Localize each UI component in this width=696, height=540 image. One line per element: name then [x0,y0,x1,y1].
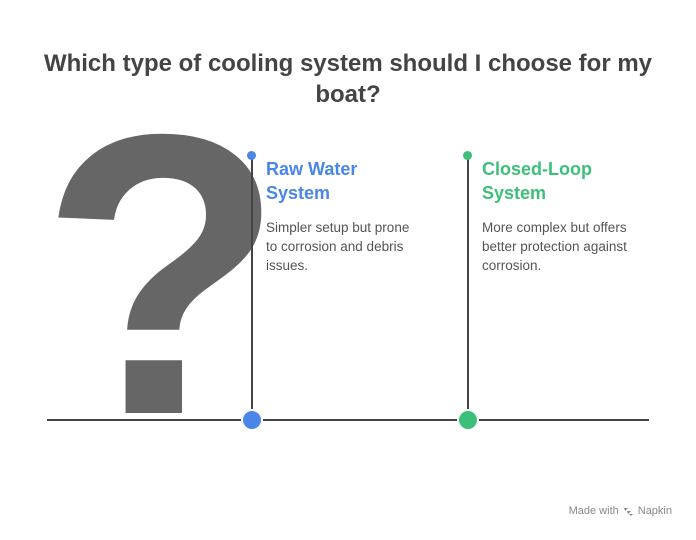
watermark: Made with Napkin [569,505,672,517]
closed-loop-title: Closed-Loop System [482,157,592,205]
raw-water-description: Simpler setup but prone to corrosion and… [266,218,409,275]
raw-water-desc-line2: to corrosion and debris [266,239,404,254]
raw-water-title-line1: Raw Water [266,159,358,179]
napkin-logo-icon [623,506,634,517]
closed-loop-top-dot [463,151,472,160]
raw-water-stem [251,157,253,419]
closed-loop-bottom-dot [457,409,479,431]
watermark-made-with: Made with [568,505,619,517]
raw-water-desc-line3: issues. [266,258,309,273]
timeline-baseline [47,419,649,421]
closed-loop-title-line1: Closed-Loop [482,159,592,179]
closed-loop-desc-line3: corrosion. [482,258,542,273]
question-mark-graphic: ? [40,51,285,498]
closed-loop-stem [467,157,469,419]
raw-water-bottom-dot [241,409,263,431]
raw-water-desc-line1: Simpler setup but prone [266,220,410,235]
closed-loop-desc-line2: better protection against [482,239,627,254]
page-title: Which type of cooling system should I ch… [43,50,653,108]
closed-loop-description: More complex but offers better protectio… [482,218,627,275]
raw-water-top-dot [247,151,256,160]
watermark-brand: Napkin [637,505,672,517]
raw-water-title: Raw Water System [266,157,357,205]
closed-loop-title-line2: System [482,183,547,203]
raw-water-title-line2: System [266,183,331,203]
closed-loop-desc-line1: More complex but offers [482,220,627,235]
